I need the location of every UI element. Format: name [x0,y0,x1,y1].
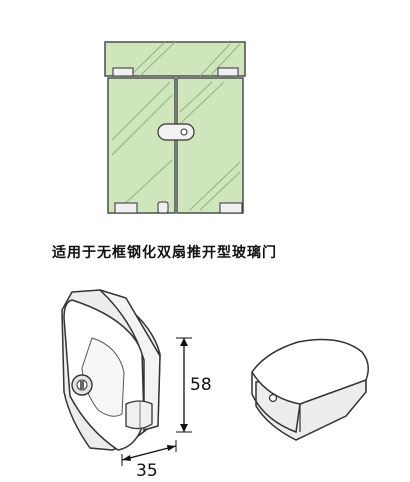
product-caption: 适用于无框钢化双扇推开型玻璃门 [52,245,277,261]
width-label: 35 [136,461,158,481]
lock-body-illustration [61,289,161,451]
bolt [125,400,153,430]
dimension-width: 35 [121,440,177,481]
dimension-height: 58 [176,337,212,433]
screw-icon [268,393,278,403]
keyhole-icon [71,374,93,396]
glass-door-illustration [104,41,246,214]
center-lock-icon [157,123,195,141]
left-door-leaf [107,77,176,214]
strike-receiver-illustration [251,338,369,441]
height-label: 58 [190,375,212,395]
right-door-leaf [176,77,244,214]
